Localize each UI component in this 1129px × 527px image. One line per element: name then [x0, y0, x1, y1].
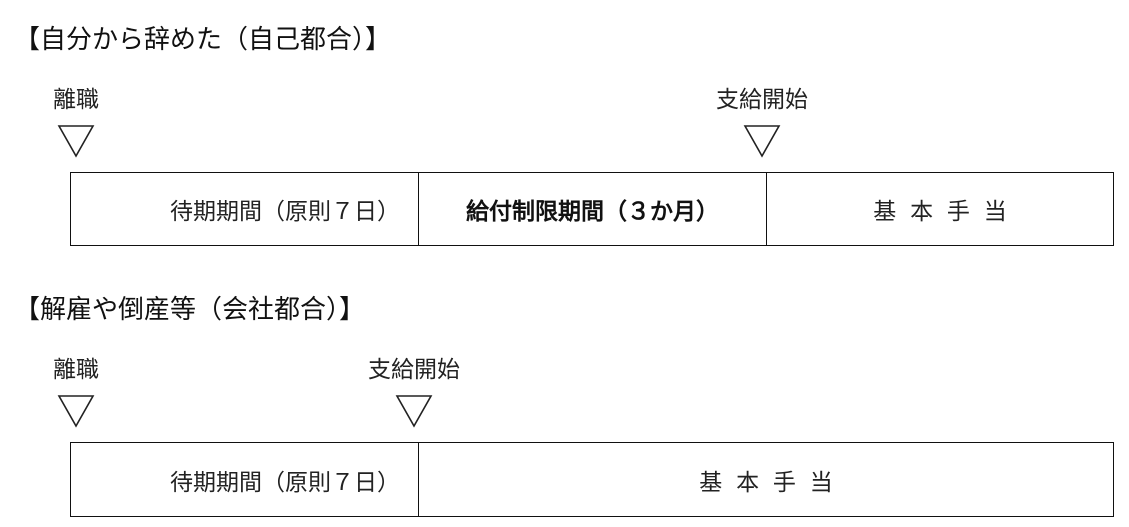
down-triangle-outline-icon: [395, 395, 433, 428]
segment-benefit-restriction-period: 給付制限期間（３か月）: [418, 173, 766, 245]
marker-payment-start: 支給開始: [706, 86, 818, 158]
marker-label-payment-start: 支給開始: [368, 357, 460, 383]
timeline-voluntary: 待期期間（原則７日） 給付制限期間（３か月） 基本手当: [70, 172, 1114, 246]
segment-basic-allowance: 基本手当: [418, 443, 1113, 516]
marker-label-separation: 離職: [53, 87, 99, 113]
section-heading-voluntary: 【自分から辞めた（自己都合）】: [14, 25, 392, 55]
segment-waiting-period: 待期期間（原則７日）: [71, 443, 418, 516]
timeline-company-reason: 待期期間（原則７日） 基本手当: [70, 442, 1114, 517]
marker-separation: 離職: [44, 86, 108, 158]
segment-label: 基本手当: [699, 469, 847, 496]
segment-label: 待期期間（原則７日）: [170, 469, 400, 496]
marker-payment-start: 支給開始: [358, 356, 470, 428]
marker-label-separation: 離職: [53, 357, 99, 383]
segment-label: 待期期間（原則７日）: [170, 199, 400, 225]
down-triangle-outline-icon: [743, 125, 781, 158]
marker-separation: 離職: [44, 356, 108, 428]
segment-label: 給付制限期間（３か月）: [466, 199, 719, 225]
section-heading-company-reason: 【解雇や倒産等（会社都合）】: [14, 295, 366, 325]
marker-label-payment-start: 支給開始: [716, 87, 808, 113]
down-triangle-outline-icon: [57, 395, 95, 428]
segment-waiting-period: 待期期間（原則７日）: [71, 173, 418, 245]
down-triangle-outline-icon: [57, 125, 95, 158]
segment-basic-allowance: 基本手当: [766, 173, 1113, 245]
segment-label: 基本手当: [873, 199, 1021, 225]
